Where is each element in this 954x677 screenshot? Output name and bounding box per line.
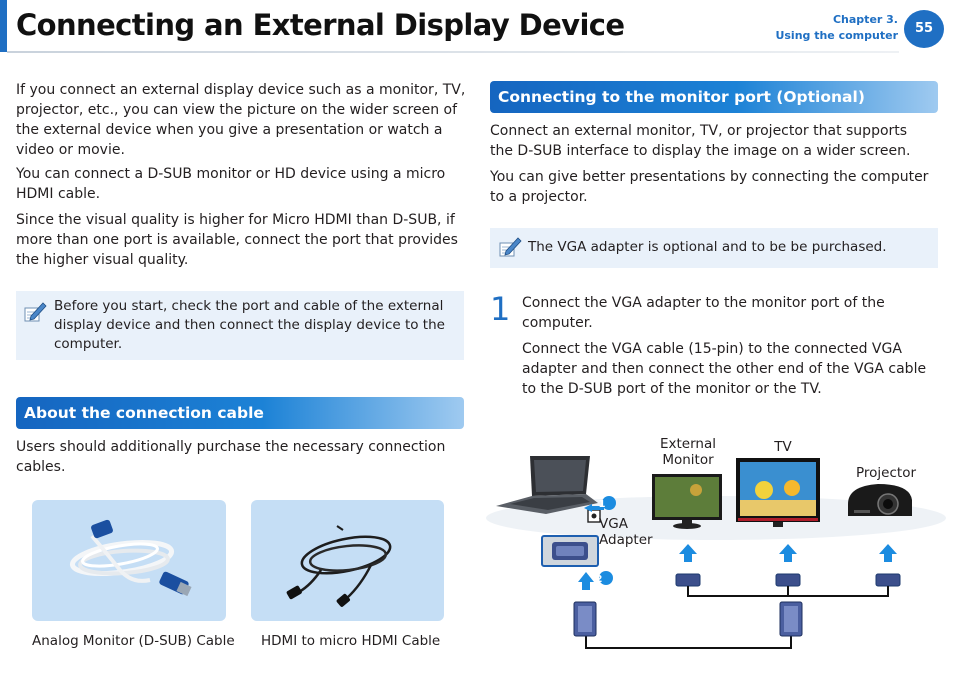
quality-paragraph: Since the visual quality is higher for M…: [16, 212, 458, 268]
label-vga-adapter: VGA Adapter: [599, 516, 653, 548]
vga-cable-lines: [585, 586, 889, 649]
header-accent-bar: [0, 0, 7, 52]
page-title: Connecting an External Display Device: [16, 8, 625, 42]
label-projector: Projector: [856, 465, 916, 481]
vga-cable-icon: [69, 519, 192, 597]
caption-vga-cable: Analog Monitor (D-SUB) Cable: [32, 633, 235, 649]
dsub-port-icons: [675, 573, 901, 587]
chapter-title: Using the computer: [775, 29, 898, 42]
vga-plug-icons: [573, 601, 803, 637]
cable-purchase-paragraph: Users should additionally purchase the n…: [16, 439, 446, 475]
laptop-icon: [496, 456, 598, 514]
header-divider: [7, 51, 899, 53]
projector-icon: [848, 484, 912, 516]
hdmi-cable-icon: [286, 525, 392, 607]
marker-1-icon: [602, 496, 616, 510]
tv-icon: [736, 458, 820, 527]
note-box-vga-adapter: [490, 228, 938, 268]
marker-1-label: 1: [598, 499, 606, 510]
step-instruction-1: Connect the VGA adapter to the monitor p…: [522, 295, 885, 331]
note-box-before-start: [16, 291, 464, 360]
page-number-badge: 55: [904, 10, 944, 48]
marker-2-label: 2: [595, 574, 603, 585]
external-monitor-icon: [652, 474, 722, 529]
vga-adapter-icon: [541, 535, 599, 567]
step-instruction-2: Connect the VGA cable (15-pin) to the co…: [522, 341, 927, 397]
chapter-label: Chapter 3. Using the computer: [775, 12, 898, 44]
section-header-monitor-port: Connecting to the monitor port (Optional…: [490, 81, 938, 113]
section-header-connection-cable: About the connection cable: [16, 397, 464, 429]
label-external-monitor: External Monitor: [659, 436, 716, 468]
note-text-vga-adapter: The VGA adapter is optional and to be be…: [528, 239, 887, 255]
caption-hdmi-cable: HDMI to micro HDMI Cable: [261, 633, 441, 649]
presentation-paragraph: You can give better presentations by con…: [490, 169, 929, 205]
vga-cable-card: [32, 500, 226, 621]
marker-2-icon: [599, 571, 613, 585]
hdmi-cable-card: [251, 500, 444, 621]
dsub-paragraph: You can connect a D-SUB monitor or HD de…: [16, 166, 446, 202]
connection-diagram: 1 2 External Monitor TV Projector VGA Ad…: [486, 430, 946, 660]
monitor-port-paragraph: Connect an external monitor, TV, or proj…: [490, 123, 911, 159]
note-pencil-icon: [499, 237, 522, 257]
connection-diagram-art: [486, 456, 946, 649]
intro-paragraph: If you connect an external display devic…: [16, 82, 466, 158]
note-pencil-icon: [24, 302, 47, 322]
chapter-number: Chapter 3.: [832, 13, 898, 26]
note-text-before-start: Before you start, check the port and cab…: [54, 298, 445, 352]
label-tv: TV: [774, 439, 792, 455]
arrow-icons: [578, 504, 897, 590]
step-number: 1: [490, 290, 511, 328]
